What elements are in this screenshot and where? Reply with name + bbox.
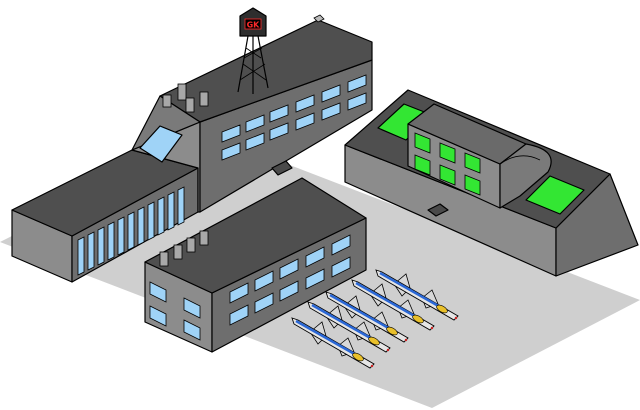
barracks-roof (144, 177, 367, 294)
hq-door (271, 160, 293, 176)
hangar-roof-panel-right (525, 175, 585, 215)
radio-tower[interactable]: GK (237, 7, 269, 94)
tower-label: GK (247, 21, 261, 30)
hangar-door (427, 203, 449, 217)
headquarters-building[interactable]: GK (11, 7, 373, 283)
hq-main-windows (221, 74, 367, 161)
tower-sign (244, 18, 262, 30)
hangar-building[interactable] (344, 89, 639, 277)
barracks-side-windows (229, 234, 351, 326)
barracks-building[interactable] (144, 177, 367, 353)
hq-front-window (139, 125, 183, 163)
barracks-front-windows (149, 281, 201, 341)
hq-wing-windows (77, 186, 185, 276)
hangar-windows (414, 132, 481, 196)
barracks-chimneys (159, 230, 209, 267)
hangar-dome-curve (499, 155, 541, 165)
hq-chimneys (162, 83, 209, 113)
hq-roof-vent (313, 14, 325, 23)
hangar-dome (499, 143, 552, 209)
